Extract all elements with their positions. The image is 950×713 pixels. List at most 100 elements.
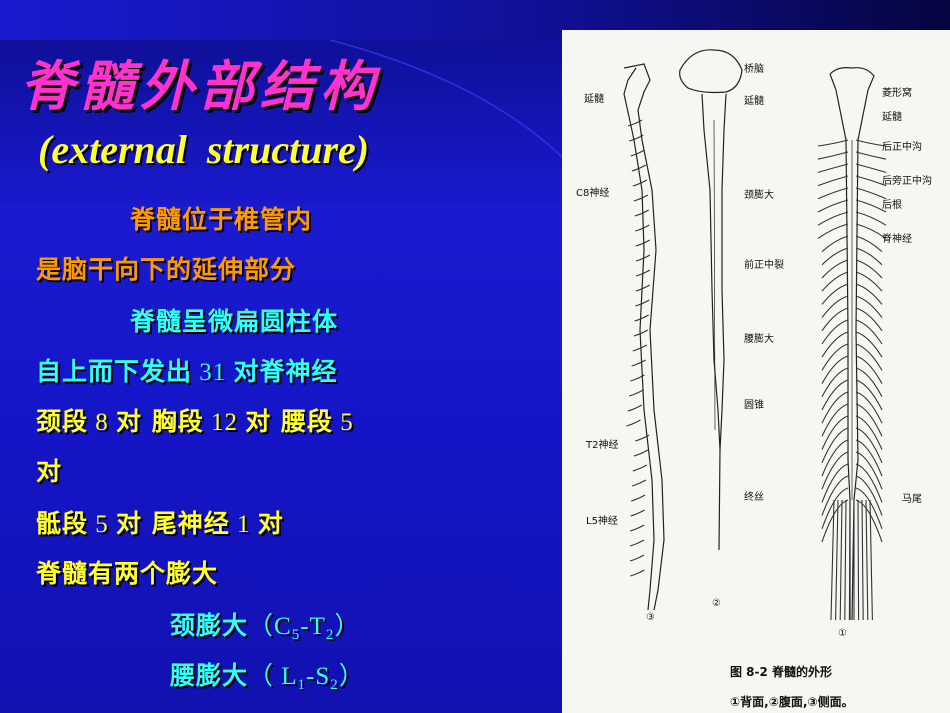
text-line-6-e: 对 — [257, 509, 284, 538]
text-line-8-sub1: 5 — [291, 627, 301, 643]
lateral-nerve — [631, 359, 646, 367]
label-yuanzhui: 圆锥 — [744, 399, 764, 411]
dorsal-nerve-right — [855, 475, 883, 516]
text-line-9-f: ） — [338, 663, 365, 690]
text-line-8: 颈膨大（C5-T2） — [170, 606, 360, 644]
label-num3: ③ — [646, 612, 655, 623]
cauda-equina-strand — [861, 499, 864, 621]
lateral-nerve — [626, 419, 641, 427]
lateral-nerve — [627, 119, 643, 127]
text-line-8-b: （C — [248, 613, 292, 640]
dorsal-nerve-right — [855, 175, 887, 187]
text-line-5-num2: 12 — [203, 409, 246, 436]
dorsal-nerve-left — [821, 391, 849, 424]
label-c8: C8神经 — [576, 186, 609, 199]
lateral-nerve — [630, 524, 645, 532]
label-jishenjing: 脊神经 — [882, 232, 912, 245]
ventral-view — [679, 49, 743, 551]
dorsal-nerve-right — [855, 439, 883, 477]
text-line-9-sub1: 1 — [297, 677, 307, 693]
text-line-9-d: -S — [306, 663, 331, 690]
text-line-5-cont: 对 — [36, 457, 63, 486]
dorsal-nerve-left — [821, 319, 849, 345]
lateral-nerve — [632, 464, 648, 472]
label-houpangzhengzhonggou: 后旁正中沟 — [882, 174, 932, 187]
dorsal-nerve-right — [855, 259, 883, 279]
label-houzhengzhonggou: 后正中沟 — [882, 140, 922, 153]
dorsal-nerve-right — [855, 391, 883, 424]
dorsal-nerve-left — [821, 439, 849, 477]
text-line-5-num1: 8 — [88, 409, 117, 436]
lateral-nerve — [635, 254, 651, 262]
text-line-5-num3: 5 — [332, 409, 354, 436]
lateral-nerve — [632, 344, 648, 352]
lateral-view — [623, 63, 665, 611]
dorsal-nerve-right — [855, 223, 887, 239]
lateral-nerve — [631, 494, 646, 502]
dorsal-nerve-right — [855, 295, 883, 318]
label-yansui-left: 延髓 — [584, 92, 604, 105]
text-line-8-f: ） — [334, 613, 361, 640]
cauda-equina-strand — [857, 499, 860, 621]
dorsal-nerve-right — [855, 487, 883, 529]
dorsal-nerve-left — [817, 139, 849, 147]
text-line-4: 自上而下发出 31 对脊神经 — [36, 352, 338, 388]
text-line-5-c: 对 胸段 — [116, 407, 204, 436]
cauda-equina-strand — [835, 499, 839, 621]
cauda-equina-strand — [830, 499, 835, 621]
label-t2: T2神经 — [585, 438, 618, 451]
text-line-4-c: 对脊神经 — [233, 357, 338, 386]
lateral-nerve — [635, 239, 651, 247]
lateral-nerve — [633, 449, 649, 457]
dorsal-nerve-left — [821, 451, 849, 490]
dorsal-nerve-right — [855, 283, 883, 305]
spinal-nerves — [626, 119, 887, 621]
text-line-3: 脊髓呈微扁圆柱体 — [130, 307, 339, 336]
lateral-nerve — [635, 269, 651, 277]
text-line-9-sub2: 2 — [330, 677, 339, 693]
text-line-8-a: 颈膨大 — [170, 611, 249, 640]
text-line-8-sub2: 2 — [325, 627, 335, 643]
lateral-nerve — [634, 209, 650, 217]
dorsal-nerve-right — [855, 139, 887, 147]
lateral-nerve — [633, 194, 649, 202]
text-line-6-c: 对 尾神经 — [116, 509, 230, 538]
label-yansui-right: 延髓 — [882, 110, 902, 123]
dorsal-nerve-left — [817, 211, 849, 226]
label-yansui-mid: 延髓 — [744, 94, 764, 107]
label-num1: ① — [838, 628, 847, 639]
dorsal-nerve-right — [855, 271, 883, 292]
text-line-9: 腰膨大（ L1-S2） — [170, 656, 365, 694]
lateral-nerve — [630, 374, 645, 382]
text-line-1: 脊髓位于椎管内 — [130, 205, 313, 234]
dorsal-nerve-right — [855, 451, 883, 490]
lateral-nerve — [633, 329, 649, 337]
slide-subtitle: (external structure) — [38, 127, 370, 172]
lateral-nerve — [629, 539, 645, 547]
lateral-nerve — [635, 434, 650, 442]
dorsal-nerve-right — [855, 415, 883, 450]
text-line-6-num2: 1 — [229, 511, 258, 538]
figure-caption-title: 图 8-2 脊髓的外形 — [730, 664, 832, 679]
dorsal-nerve-right — [855, 151, 887, 160]
dorsal-nerve-right — [855, 211, 887, 226]
label-jingpengda: 颈膨大 — [744, 188, 774, 201]
lateral-nerve — [634, 314, 649, 322]
text-line-7: 脊髓有两个膨大 — [36, 559, 219, 588]
text-line-6-a: 骶段 — [36, 509, 89, 538]
label-l5: L5神经 — [586, 514, 618, 527]
label-yaopengda: 腰膨大 — [744, 332, 774, 345]
dorsal-nerve-right — [855, 331, 883, 358]
dorsal-view — [829, 67, 875, 621]
label-hougen: 后根 — [882, 198, 902, 211]
text-line-6-num1: 5 — [88, 511, 117, 538]
figure-caption-sub: ①背面,②腹面,③侧面。 — [730, 694, 854, 709]
dorsal-nerve-left — [817, 163, 849, 173]
dorsal-nerve-left — [817, 199, 849, 213]
lateral-nerve — [630, 509, 645, 517]
dorsal-nerve-right — [855, 427, 883, 464]
cauda-equina-strand — [869, 499, 873, 621]
dorsal-nerve-left — [821, 463, 849, 503]
label-qianzhengzhonglie: 前正中裂 — [744, 258, 784, 271]
text-line-4-num: 31 — [192, 359, 234, 386]
